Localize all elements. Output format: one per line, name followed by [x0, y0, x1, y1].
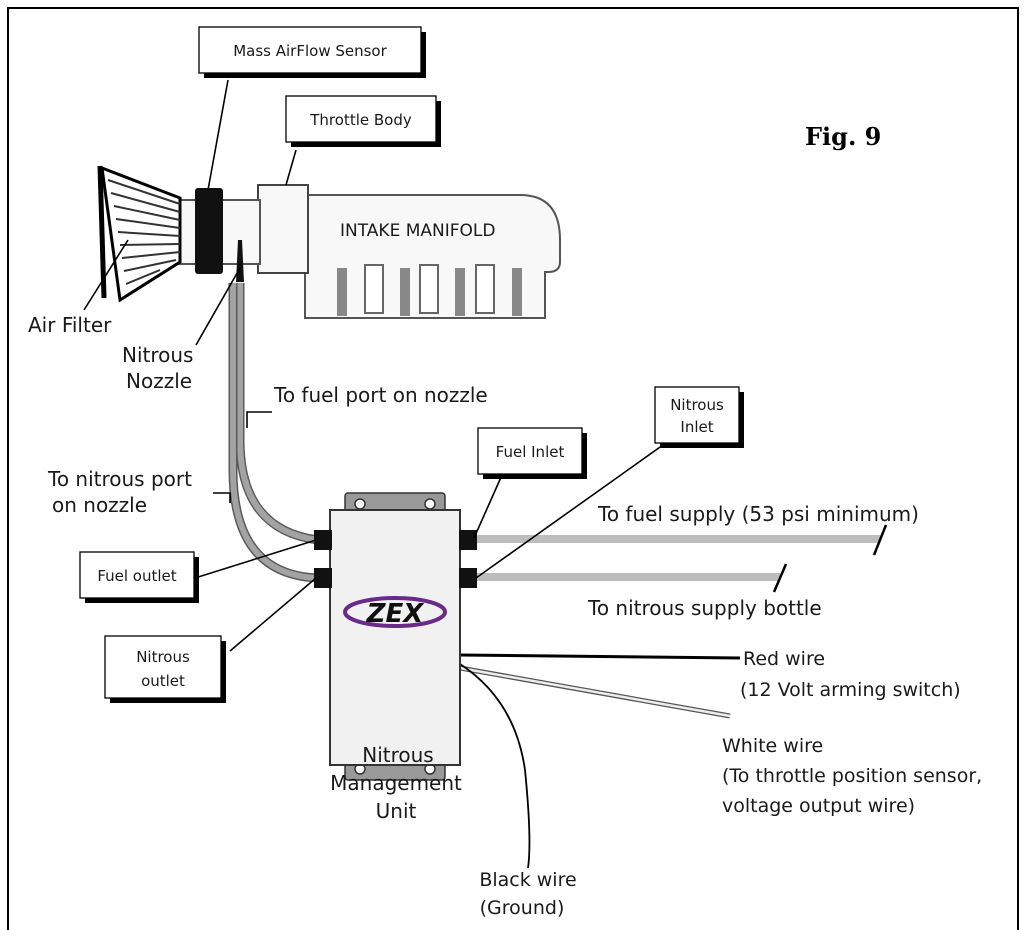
to-nitrous-port-label-line2: on nozzle: [52, 493, 147, 517]
figure-label: Fig. 9: [805, 122, 881, 151]
runner-port: [419, 264, 439, 314]
runner-divider: [455, 268, 465, 316]
black-wire: [459, 663, 531, 869]
intake-manifold-label: INTAKE MANIFOLD: [340, 221, 495, 241]
red-wire: [459, 653, 741, 660]
air-filter-leader: [83, 239, 129, 311]
nitrous-inlet-label-line2: Inlet: [680, 418, 713, 436]
nmu-label-line3: Unit: [376, 799, 417, 823]
white-wire-core: [459, 666, 731, 718]
mass-airflow-sensor-label: Mass AirFlow Sensor: [233, 42, 387, 60]
nitrous-inlet-label-line1: Nitrous: [670, 396, 724, 414]
throttle-body-callout: Throttle Body: [285, 95, 441, 147]
nitrous-outlet-leader: [229, 577, 317, 652]
fuel-inlet-label: Fuel Inlet: [496, 443, 565, 461]
nitrous-inlet-fitting: [459, 568, 477, 588]
nitrous-outlet-label-line2: outlet: [141, 672, 185, 690]
nitrous-outlet-label-line1: Nitrous: [136, 648, 190, 666]
fuel-supply-line: [475, 535, 880, 543]
fuel-hose: [235, 283, 319, 545]
to-fuel-port-label: To fuel port on nozzle: [273, 383, 488, 407]
nitrous-management-unit: ZEX: [314, 492, 477, 781]
nitrous-nozzle-label-line1: Nitrous: [122, 343, 193, 367]
mass-airflow-sensor: [195, 188, 223, 274]
fuel-inlet-leader: [473, 474, 503, 539]
nitrous-nozzle-leader: [195, 267, 241, 346]
mounting-hole: [354, 498, 366, 510]
runner-divider: [337, 268, 347, 316]
fuel-outlet-label: Fuel outlet: [97, 567, 176, 585]
fuel-line-cut-mark: [872, 524, 888, 556]
throttle-body: [257, 184, 309, 274]
runner-port: [364, 264, 384, 314]
runner-port: [475, 264, 495, 314]
nitrous-line-cut-mark: [772, 563, 788, 593]
fuel-outlet-leader: [194, 539, 317, 579]
runner-divider: [400, 268, 410, 316]
to-nitrous-supply-label: To nitrous supply bottle: [587, 596, 822, 620]
nitrous-outlet-fitting: [314, 568, 332, 588]
mounting-hole: [424, 498, 436, 510]
air-filter-label: Air Filter: [28, 313, 112, 337]
white-wire-label-line2: (To throttle position sensor,: [722, 765, 982, 787]
zex-logo-text: ZEX: [366, 599, 426, 629]
fuel-port-leader: [246, 411, 272, 428]
mass-airflow-sensor-callout: Mass AirFlow Sensor: [198, 26, 426, 78]
throttle-body-label: Throttle Body: [309, 111, 412, 129]
nitrous-port-leader: [213, 492, 231, 503]
to-nitrous-port-label-line1: To nitrous port: [47, 467, 192, 491]
figure-frame: [7, 7, 1019, 930]
nmu-label-line1: Nitrous: [362, 743, 433, 767]
white-wire-label-line3: voltage output wire): [722, 795, 915, 817]
to-fuel-supply-label: To fuel supply (53 psi minimum): [597, 502, 919, 526]
red-wire-label-line1: Red wire: [743, 648, 825, 670]
nitrous-inlet-callout: Nitrous Inlet: [654, 386, 744, 448]
red-wire-label-line2: (12 Volt arming switch): [740, 679, 961, 701]
black-wire-label-line2: (Ground): [480, 897, 565, 919]
runner-divider: [512, 268, 522, 316]
nitrous-inlet-leader: [475, 439, 671, 579]
nitrous-hose: [228, 283, 319, 583]
throttle-body-leader: [285, 149, 297, 186]
fuel-outlet-callout: Fuel outlet: [79, 551, 199, 603]
nmu-label-line2: Management: [330, 771, 462, 795]
unit-body: [329, 509, 461, 766]
fuel-outlet-fitting: [314, 530, 332, 550]
intake-manifold: INTAKE MANIFOLD: [299, 194, 561, 319]
air-filter: [97, 165, 182, 303]
fuel-inlet-fitting: [459, 530, 477, 550]
mass-airflow-leader: [207, 79, 229, 191]
black-wire-label-line1: Black wire: [479, 869, 576, 891]
nitrous-nozzle-label-line2: Nozzle: [126, 369, 192, 393]
fuel-inlet-callout: Fuel Inlet: [477, 427, 587, 479]
white-wire-label-line1: White wire: [722, 735, 823, 757]
nitrous-supply-line: [475, 573, 780, 581]
nitrous-outlet-callout: Nitrous outlet: [104, 635, 226, 703]
zex-logo: ZEX: [343, 596, 447, 629]
